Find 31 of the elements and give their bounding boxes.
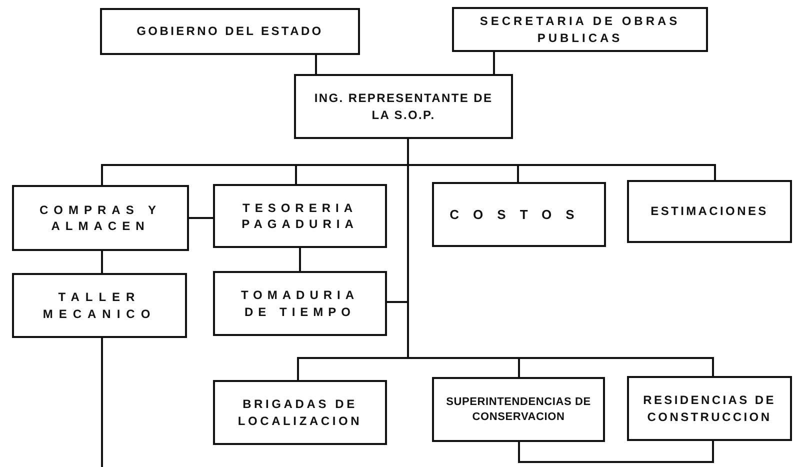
unit-name: SECRETARIA DE OBRAS PUBLICAS — [478, 13, 682, 46]
unit-name: COSTOS — [450, 206, 588, 224]
connector-line — [315, 55, 317, 74]
unit-name: ING. REPRESENTANTE DE LA S.O.P. — [314, 90, 494, 123]
unit-name: RESIDENCIAS DE CONSTRUCCION — [642, 392, 777, 425]
org-unit-box — [12, 185, 189, 251]
org-unit-box — [12, 273, 187, 338]
unit-name: TESORERIA PAGADURIA — [240, 200, 360, 232]
org-unit-box — [432, 377, 605, 442]
unit-name: COMPRAS Y ALMACEN — [38, 202, 162, 234]
org-unit-box — [100, 8, 360, 55]
unit-name: GOBIERNO DEL ESTADO — [136, 23, 324, 40]
unit-name: SUPERINTENDENCIAS DE CONSERVACION — [445, 394, 592, 424]
connector-line — [493, 52, 495, 74]
connector-line — [299, 248, 301, 271]
connector-line — [101, 338, 103, 467]
org-unit-box — [294, 74, 513, 139]
org-unit-box — [432, 182, 606, 247]
unit-name: TOMADURIA DE TIEMPO — [240, 287, 360, 320]
org-unit-box — [452, 7, 708, 52]
connector-line — [101, 251, 103, 273]
org-unit-box — [213, 184, 387, 248]
unit-name: BRIGADAS DE LOCALIZACION — [236, 396, 364, 429]
unit-name: ESTIMACIONES — [650, 203, 768, 220]
org-unit-box — [213, 271, 387, 336]
org-unit-box — [213, 380, 387, 445]
connector-line — [518, 441, 714, 463]
org-unit-box — [627, 376, 792, 441]
connector-line — [189, 217, 213, 219]
org-unit-box — [627, 180, 792, 243]
unit-name: TALLER MECANICO — [42, 289, 158, 322]
